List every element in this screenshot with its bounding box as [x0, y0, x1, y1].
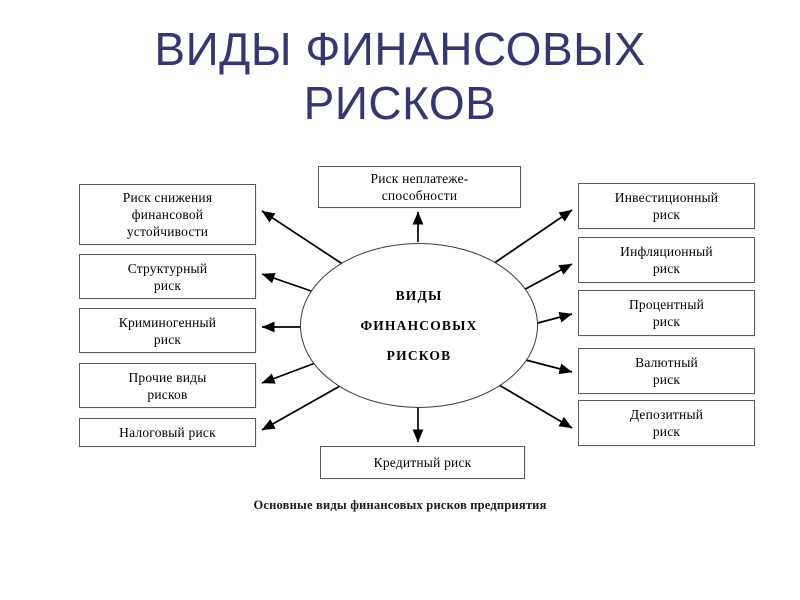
- node-label: Структурный риск: [127, 260, 208, 293]
- node-insolvency-risk[interactable]: Риск неплатеже- способности: [318, 166, 521, 208]
- node-deposit-risk[interactable]: Депозитный риск: [578, 400, 755, 446]
- connector-right-3: [533, 311, 573, 325]
- node-currency-risk[interactable]: Валютный риск: [578, 348, 755, 394]
- node-credit-risk[interactable]: Кредитный риск: [320, 446, 525, 479]
- node-label: Депозитный риск: [629, 407, 704, 439]
- node-other-risk-types[interactable]: Прочие виды рисков: [79, 363, 256, 408]
- connector-left-1: [261, 210, 345, 266]
- node-label: Инвестиционный риск: [614, 190, 719, 222]
- node-label: Налоговый риск: [119, 425, 216, 440]
- node-label: Риск неплатеже- способности: [370, 171, 469, 203]
- node-label: Процентный риск: [628, 297, 705, 329]
- node-label: Кредитный риск: [373, 455, 472, 470]
- connector-left-4: [261, 361, 319, 384]
- node-criminogenic-risk[interactable]: Криминогенный риск: [79, 308, 256, 353]
- node-tax-risk[interactable]: Налоговый риск: [79, 418, 256, 447]
- hub-label-line-2: ФИНАНСОВЫХ: [360, 317, 478, 333]
- node-label: Криминогенный риск: [118, 314, 217, 347]
- central-hub-ellipse: ВИДЫ ФИНАНСОВЫХ РИСКОВ: [300, 243, 538, 408]
- connector-right-1: [489, 209, 573, 267]
- connector-right-5: [493, 381, 573, 429]
- node-interest-rate-risk[interactable]: Процентный риск: [578, 290, 755, 336]
- node-inflation-risk[interactable]: Инфляционный риск: [578, 237, 755, 283]
- node-label: Прочие виды рисков: [128, 369, 207, 402]
- node-label: Риск снижения финансовой устойчивости: [122, 190, 213, 239]
- node-financial-stability-decline-risk[interactable]: Риск снижения финансовой устойчивости: [79, 184, 256, 245]
- hub-label-line-1: ВИДЫ: [395, 287, 443, 303]
- node-label: Инфляционный риск: [620, 244, 713, 276]
- hub-label-line-3: РИСКОВ: [386, 347, 452, 363]
- node-structural-risk[interactable]: Структурный риск: [79, 254, 256, 299]
- node-label: Валютный риск: [635, 355, 698, 387]
- connector-left-2: [261, 272, 315, 293]
- connector-left-5: [261, 385, 341, 431]
- node-investment-risk[interactable]: Инвестиционный риск: [578, 183, 755, 229]
- page-title: ВИДЫ ФИНАНСОВЫХ РИСКОВ: [154, 23, 646, 129]
- figure-caption: Основные виды финансовых рисков предприя…: [253, 498, 547, 512]
